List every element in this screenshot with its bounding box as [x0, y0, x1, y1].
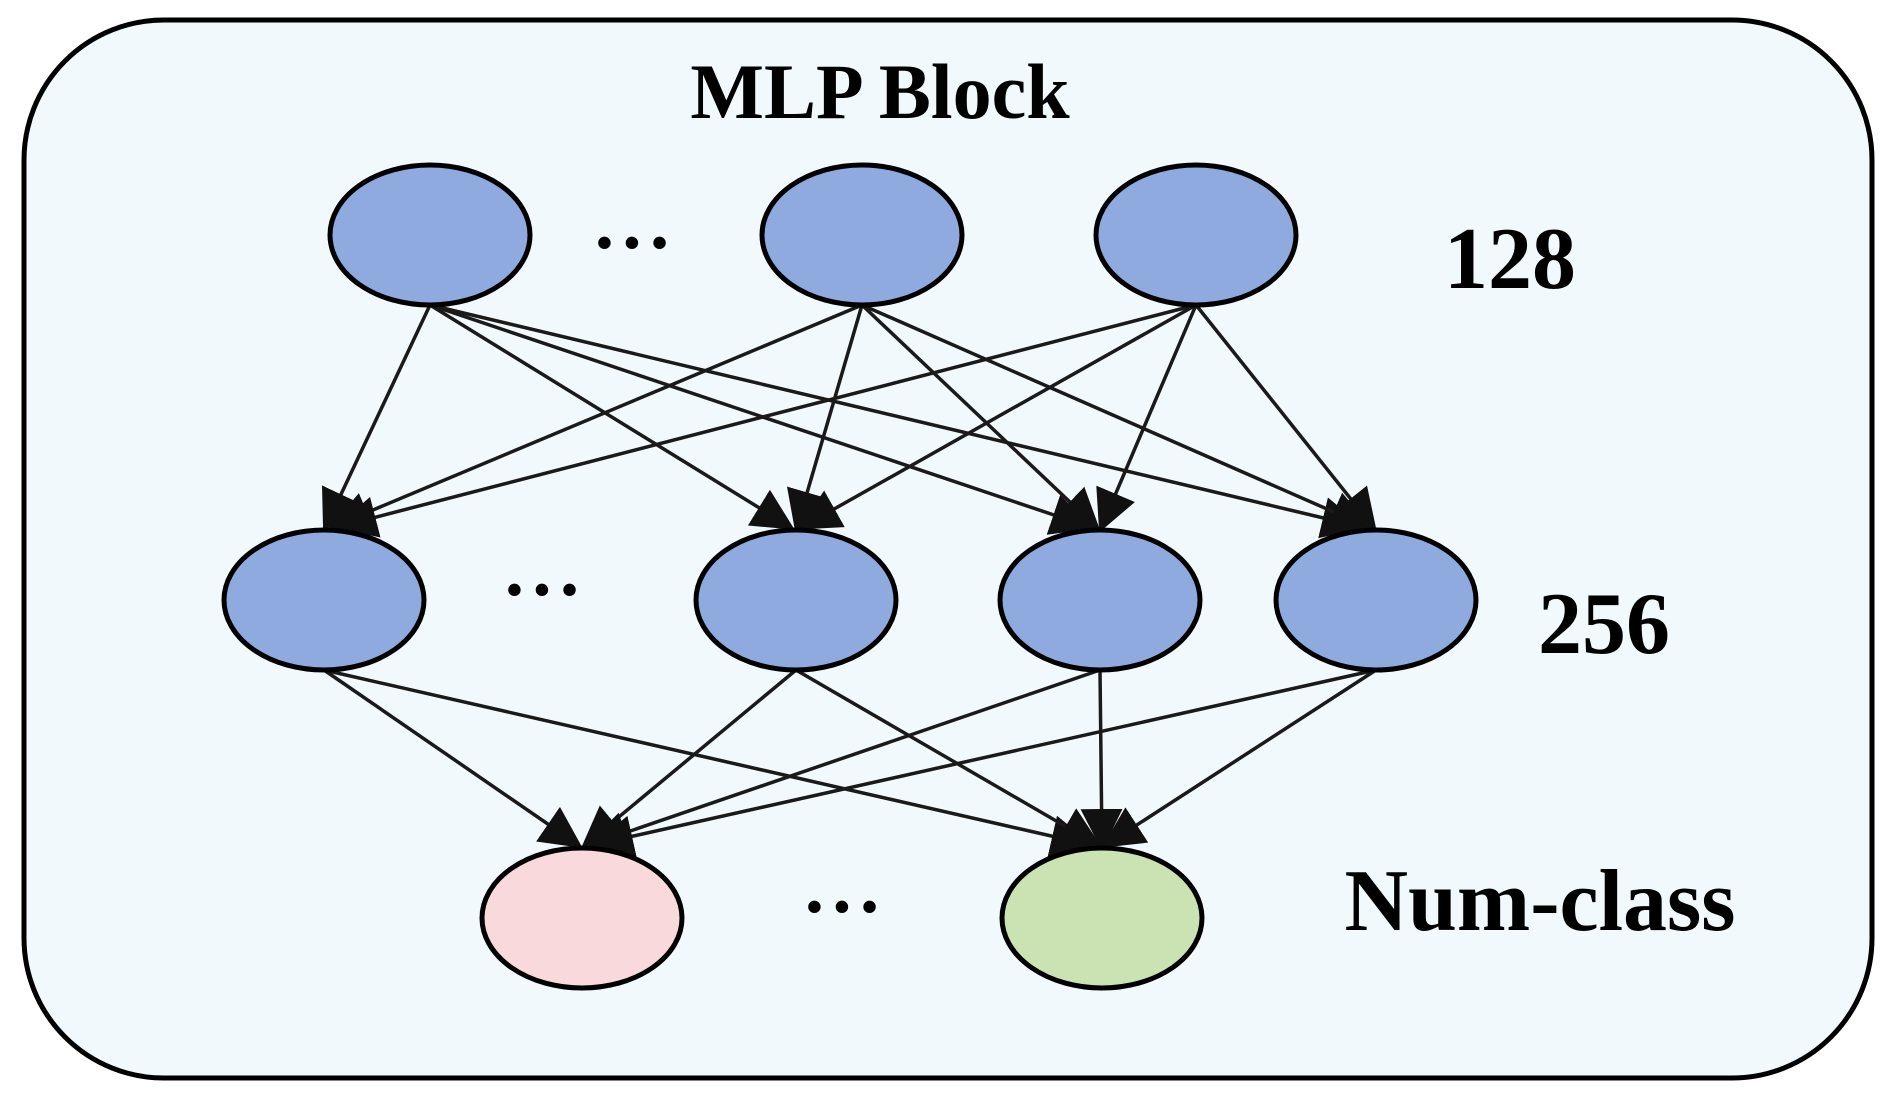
edge-3 — [429, 303, 1364, 539]
edge-5 — [786, 304, 864, 533]
edge-11 — [1194, 303, 1377, 532]
edge-1 — [429, 303, 795, 530]
node-l2-2 — [693, 527, 899, 673]
node-l3-1 — [479, 845, 685, 991]
ellipsis-l2: • • • — [506, 564, 577, 615]
edge-8 — [334, 303, 1197, 538]
edge-9 — [797, 303, 1197, 530]
layer-256: • • • 256 — [221, 527, 1670, 673]
edge-19 — [1101, 668, 1377, 848]
edge-17 — [1080, 669, 1123, 851]
layer-num-class: • • • Num-class — [479, 845, 1736, 991]
ellipsis-l3: • • • — [806, 881, 877, 932]
node-l1-2 — [759, 162, 965, 308]
node-l1-1 — [327, 162, 533, 308]
edge-12 — [323, 668, 583, 848]
node-l2-4 — [1273, 527, 1479, 673]
edge-2 — [429, 303, 1094, 535]
edge-4 — [328, 303, 863, 532]
edge-18 — [591, 668, 1377, 857]
connection-edges — [322, 303, 1377, 857]
edge-0 — [322, 304, 432, 533]
edge-13 — [323, 668, 1094, 857]
layer-128: • • • 128 — [327, 162, 1576, 308]
node-l3-2 — [999, 845, 1205, 991]
panel-title: MLP Block — [690, 48, 1070, 135]
node-l2-1 — [221, 527, 427, 673]
edge-7 — [861, 303, 1373, 532]
layer-label-num-class: Num-class — [1344, 853, 1735, 950]
edge-10 — [1096, 304, 1198, 533]
edge-6 — [860, 303, 1101, 531]
node-l2-3 — [997, 527, 1203, 673]
edge-16 — [585, 668, 1101, 853]
node-l1-3 — [1093, 162, 1299, 308]
layer-label-128: 128 — [1444, 211, 1576, 308]
layer-label-256: 256 — [1538, 576, 1670, 673]
ellipsis-l1: • • • — [596, 217, 667, 268]
edge-15 — [795, 668, 1102, 848]
